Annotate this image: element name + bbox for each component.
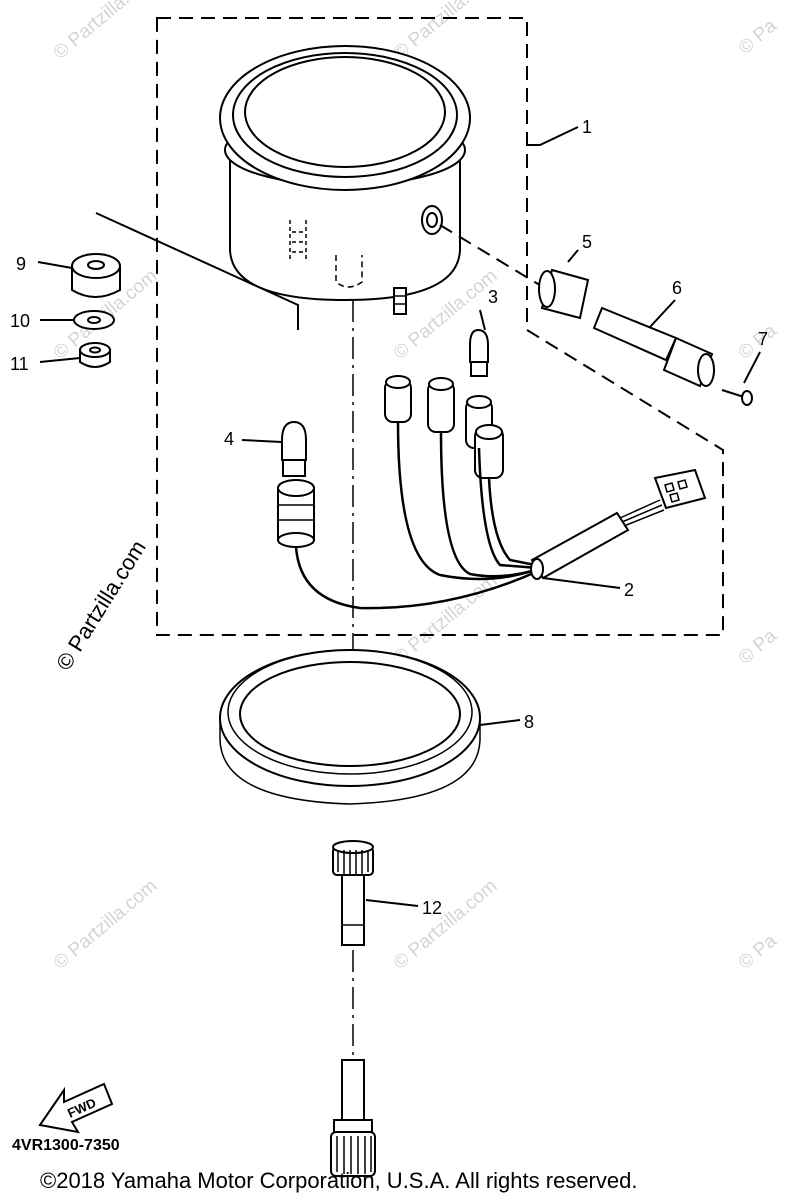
diagram-code: 4VR1300-7350 [12,1137,120,1154]
leader-lines [37,126,761,907]
gasket-ring [219,649,481,805]
label-part-3: 3 [488,287,498,307]
label-part-6: 6 [672,278,682,298]
watermark: © Pa [735,930,781,974]
watermark: © Partzilla.com [50,0,162,64]
part-labels: 1 2 3 4 5 6 7 8 9 10 11 12 [10,117,768,918]
bulb-3 [469,328,489,377]
label-part-1: 1 [582,117,592,137]
label-part-10: 10 [10,311,30,331]
label-part-11: 11 [10,354,29,374]
label-part-9: 9 [16,254,26,274]
speedometer-cable [330,840,376,1177]
knob-shaft [592,306,715,388]
bulb-4 [281,420,307,477]
watermark: © Partzilla.com [390,875,502,973]
label-part-7: 7 [758,329,768,349]
label-part-4: 4 [224,429,234,449]
watermark: © Partzilla.com [390,570,502,668]
watermark: © Pa [735,15,781,59]
lamp-socket [277,479,315,548]
label-part-12: 12 [422,898,442,918]
watermark: © Partzilla.com [50,875,162,973]
sleeve [538,268,590,320]
nut [79,342,111,368]
label-part-2: 2 [624,580,634,600]
wires [294,421,541,610]
grommet [71,253,121,298]
speedometer-housing [219,45,471,315]
connector [619,468,707,527]
washer [73,310,115,330]
fwd-arrow: FWD [38,1082,114,1134]
watermark-dark: © Partzilla.com [51,536,151,675]
watermark: © Pa [735,625,781,669]
grommet-leader [95,212,299,330]
copyright-notice: ©2018 Yamaha Motor Corporation, U.S.A. A… [40,1168,637,1193]
harness-tube [530,511,630,580]
assembly-outline [156,17,724,636]
harness-sockets [384,375,504,479]
label-part-8: 8 [524,712,534,732]
screw [721,389,753,406]
label-part-5: 5 [582,232,592,252]
